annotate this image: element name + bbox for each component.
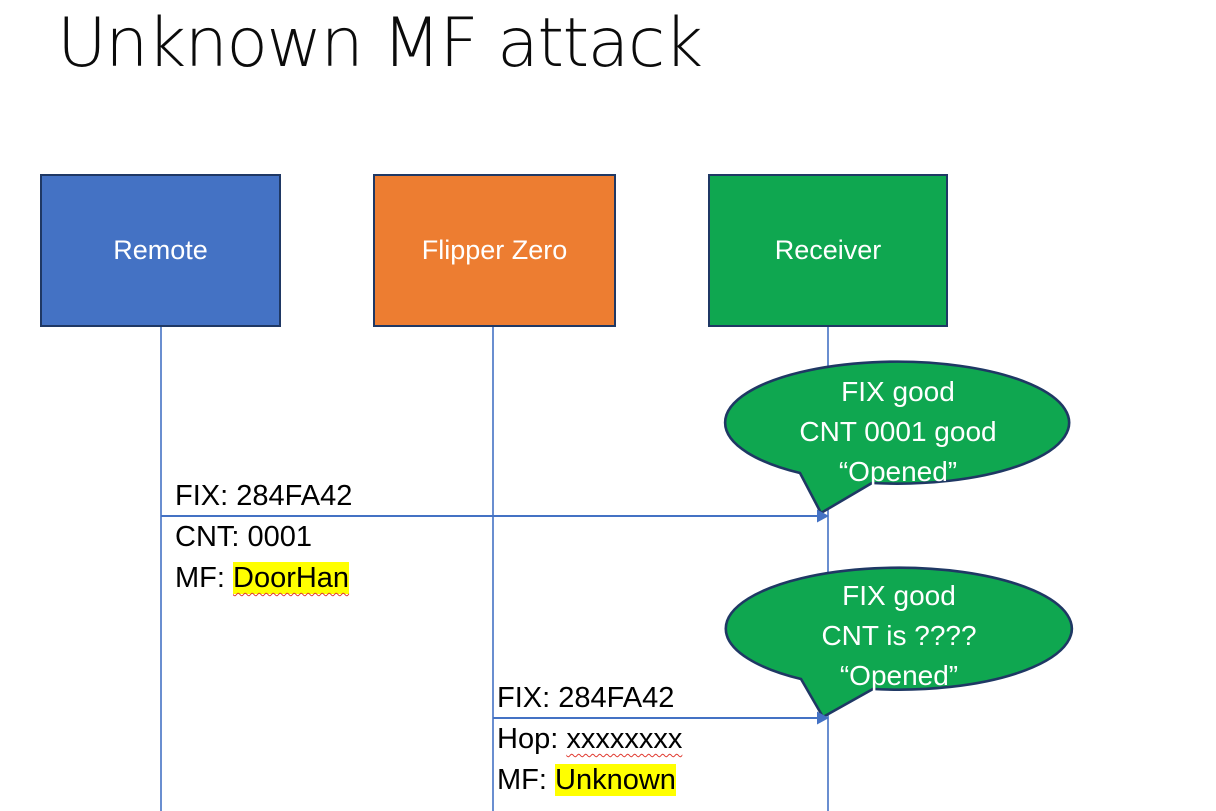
- actor-box-flipper-zero: Flipper Zero: [373, 174, 616, 327]
- actor-box-remote: Remote: [40, 174, 281, 327]
- actor-label-receiver: Receiver: [774, 235, 882, 265]
- field-prefix: MF:: [497, 764, 555, 796]
- message-arrow-1-head: [817, 509, 829, 523]
- callout-2-line-1: FIX good: [842, 580, 956, 611]
- field-value-highlighted: Unknown: [555, 764, 676, 796]
- callout-1-line-2: CNT 0001 good: [799, 416, 997, 447]
- field-value: 284FA42: [236, 480, 353, 512]
- callout-1-text: FIX good CNT 0001 good “Opened”: [746, 372, 1050, 492]
- field-prefix: Hop:: [497, 723, 567, 755]
- callout-1-line-1: FIX good: [841, 376, 955, 407]
- message-1-line-cnt: CNT: 0001: [175, 517, 352, 558]
- field-value-squiggle: xxxxxxxx: [566, 723, 683, 755]
- message-1-labels: FIX: 284FA42 CNT: 0001 MF: DoorHan: [175, 476, 352, 599]
- callout-1-line-3: “Opened”: [838, 456, 958, 487]
- message-2-labels: FIX: 284FA42 Hop: xxxxxxxx MF: Unknown: [497, 678, 682, 801]
- field-prefix: FIX:: [497, 682, 559, 714]
- callout-2-line-2: CNT is ????: [821, 620, 977, 651]
- field-prefix: MF:: [175, 562, 233, 594]
- message-1-line-mf: MF: DoorHan: [175, 558, 352, 599]
- field-prefix: CNT:: [175, 521, 248, 553]
- actor-box-receiver: Receiver: [708, 174, 948, 327]
- slide-title: Unknown MF attack: [57, 4, 703, 83]
- callout-bubble-2: [724, 566, 1074, 719]
- field-value: 0001: [247, 521, 313, 553]
- callout-2-text: FIX good CNT is ???? “Opened”: [747, 576, 1051, 696]
- message-2-line-fix: FIX: 284FA42: [497, 678, 682, 719]
- field-prefix: FIX:: [175, 480, 237, 512]
- field-value: 284FA42: [558, 682, 675, 714]
- actor-label-flipper-zero: Flipper Zero: [421, 235, 568, 265]
- callout-2-line-3: “Opened”: [839, 660, 959, 691]
- message-2-line-mf: MF: Unknown: [497, 760, 682, 801]
- message-arrow-2-head: [817, 711, 829, 725]
- message-1-line-fix: FIX: 284FA42: [175, 476, 352, 517]
- callout-bubble-1: [723, 360, 1071, 515]
- field-value-highlighted: DoorHan: [233, 562, 350, 594]
- actor-label-remote: Remote: [113, 235, 208, 265]
- message-2-line-hop: Hop: xxxxxxxx: [497, 719, 682, 760]
